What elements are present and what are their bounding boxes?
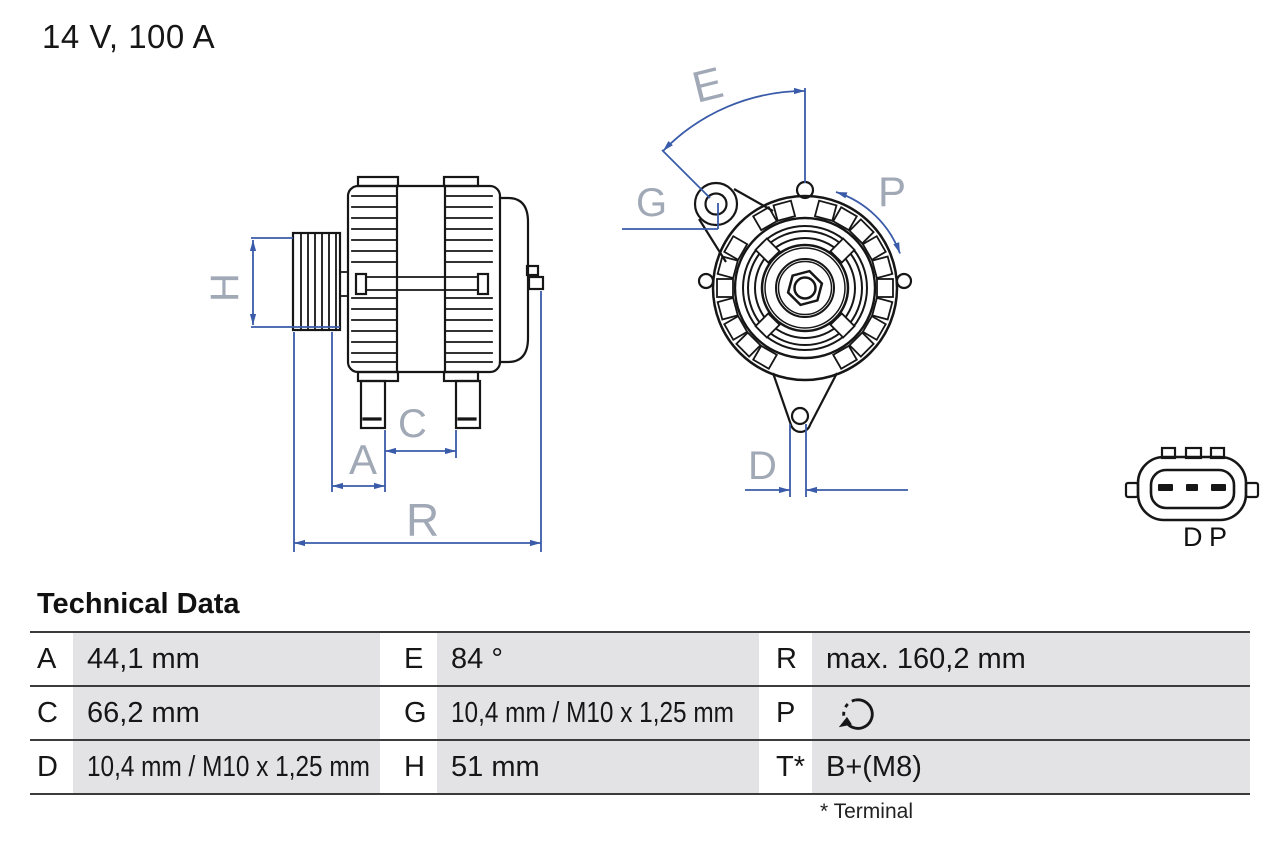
table-key-d: D bbox=[30, 741, 73, 793]
table-row: A 44,1 mm E 84 ° R max. 160,2 mm bbox=[30, 633, 1250, 687]
table-key-e: E bbox=[380, 633, 437, 685]
table-value-d: 10,4 mm / M10 x 1,25 mm bbox=[73, 741, 380, 793]
table-value-r: max. 160,2 mm bbox=[812, 633, 1250, 685]
dimension-label-c: C bbox=[398, 402, 427, 446]
table-value-p bbox=[812, 687, 1250, 739]
dimension-label-p: P bbox=[878, 168, 906, 215]
shaft-hex-nut bbox=[786, 269, 824, 307]
table-key-r: R bbox=[759, 633, 812, 685]
table-row: C 66,2 mm G 10,4 mm / M10 x 1,25 mm P bbox=[30, 687, 1250, 741]
dimension-label-g: G bbox=[636, 181, 667, 225]
table-key-p: P bbox=[759, 687, 812, 739]
connector-pin-label-p: P bbox=[1209, 522, 1227, 552]
value-text: 84 ° bbox=[451, 642, 503, 675]
upper-left-mounting-lug bbox=[693, 181, 774, 263]
voltage-current-rating: 14 V, 100 A bbox=[42, 18, 216, 55]
value-text: 10,4 mm / M10 x 1,25 mm bbox=[451, 696, 734, 729]
value-text: 10,4 mm / M10 x 1,25 mm bbox=[87, 750, 370, 783]
table-key-h: H bbox=[380, 741, 437, 793]
table-key-c: C bbox=[30, 687, 73, 739]
dimension-label-d: D bbox=[748, 444, 777, 488]
table-value-c: 66,2 mm bbox=[73, 687, 380, 739]
mounting-foot-right bbox=[454, 379, 482, 430]
connector-drawing bbox=[1124, 446, 1260, 522]
alternator-body bbox=[346, 184, 502, 374]
table-key-t: T* bbox=[759, 741, 812, 793]
dimension-label-e: E bbox=[688, 58, 728, 113]
value-text: 51 mm bbox=[451, 750, 540, 783]
table-value-e: 84 ° bbox=[437, 633, 759, 685]
table-value-g: 10,4 mm / M10 x 1,25 mm bbox=[437, 687, 759, 739]
rotation-direction-icon bbox=[838, 698, 874, 730]
terminal-footnote: * Terminal bbox=[820, 800, 913, 823]
technical-data-title: Technical Data bbox=[37, 588, 240, 620]
value-text: max. 160,2 mm bbox=[826, 642, 1026, 675]
dimension-lines bbox=[249, 87, 908, 552]
mounting-foot-left bbox=[359, 379, 387, 430]
table-value-h: 51 mm bbox=[437, 741, 759, 793]
dimension-label-h: H bbox=[203, 273, 247, 302]
value-text: B+(M8) bbox=[826, 750, 922, 783]
alternator-side-view bbox=[291, 175, 545, 430]
table-key-g: G bbox=[380, 687, 437, 739]
dimension-label-r: R bbox=[406, 494, 439, 546]
technical-data-table: A 44,1 mm E 84 ° R max. 160,2 mm C 66,2 … bbox=[30, 631, 1250, 795]
table-row: D 10,4 mm / M10 x 1,25 mm H 51 mm T* B+(… bbox=[30, 741, 1250, 795]
bottom-mounting-bracket bbox=[771, 372, 838, 433]
pulley bbox=[291, 231, 342, 332]
connector-pin-label-d: D bbox=[1183, 522, 1203, 552]
value-text: 66,2 mm bbox=[87, 696, 200, 729]
table-value-a: 44,1 mm bbox=[73, 633, 380, 685]
value-text: 44,1 mm bbox=[87, 642, 200, 675]
table-key-a: A bbox=[30, 633, 73, 685]
connector-pins bbox=[1158, 484, 1226, 491]
dimension-label-a: A bbox=[349, 436, 377, 483]
rear-cover bbox=[498, 196, 530, 364]
b-plus-terminal-stud bbox=[525, 264, 540, 277]
table-value-t: B+(M8) bbox=[812, 741, 1250, 793]
